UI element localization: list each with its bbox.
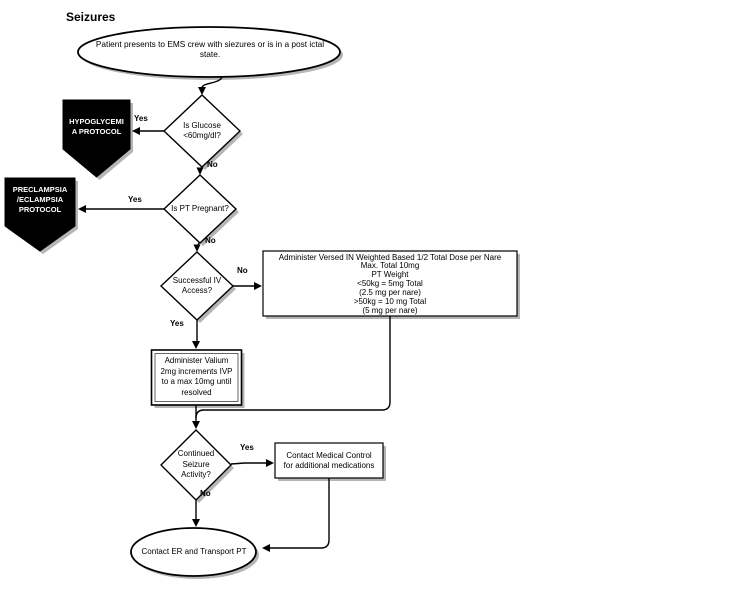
pregnant-decision-label: Is PT Pregnant? [171,204,229,213]
iv-decision-label: Successful IV Access? [172,276,222,295]
end-node-label: Contact ER and Transport PT [141,547,247,556]
hypoglycemia-protocol-label: HYPOGLYCEMI A PROTOCOL [69,117,124,136]
seizure-decision-diamond [160,429,232,501]
arrowhead-glucose-pregnant [196,167,204,175]
edge-label-seizure-no: No [200,489,211,498]
edge-label-iv-yes: Yes [170,319,184,328]
pregnant-decision-diamond [162,174,238,244]
arrowhead-glucose-hypoglycemia [132,127,140,135]
edge-label-glucose-yes: Yes [134,114,148,123]
versed-process-label: Administer Versed IN Weighted Based 1/2 … [278,252,502,315]
arrowhead-seizure-end [192,519,200,527]
hypoglycemia-protocol-shape [62,99,131,178]
start-ellipse [77,26,341,78]
valium-process-label: Administer Valium 2mg increments IVP to … [160,356,233,397]
arrowhead-pregnant-preeclampsia [78,205,86,213]
end-ellipse [130,527,257,577]
edge-label-seizure-yes: Yes [240,443,254,452]
valium-process-box-inner-border [154,353,239,402]
glucose-decision-label: Is Glucose <60mg/dl? [183,121,221,140]
medcontrol-process-label: Contact Medical Control for additional m… [283,451,375,470]
glucose-decision-diamond [162,94,242,168]
versed-process-box [262,250,518,317]
page-title: Seizures [66,10,116,24]
arrowhead-start-glucose [198,87,206,95]
preeclampsia-protocol-shape [4,177,76,252]
edge-label-iv-no: No [237,266,248,275]
edge-label-pregnant-no: No [205,236,216,245]
connector-seizure-medcontrol [230,462,266,465]
preeclampsia-protocol-label: PRECLAMPSIA /ECLAMPSIA PROTOCOL [12,185,68,214]
arrowhead-iv-versed [254,282,262,290]
arrowhead-seizure-medcontrol [266,459,274,467]
connector-versed-join [195,316,391,419]
arrowhead-iv-valium [192,341,200,349]
medcontrol-process-box [274,442,384,479]
connector-medcontrol-end [270,478,330,549]
edge-label-glucose-no: No [207,160,218,169]
arrowhead-valium-seizure [192,421,200,429]
arrowhead-pregnant-iv [193,244,201,252]
iv-decision-diamond [159,251,235,321]
valium-process-box [150,349,243,406]
seizure-decision-label: Continued Seizure Activity? [177,449,215,479]
arrowhead-medcontrol-end [262,544,270,552]
edge-label-pregnant-yes: Yes [128,195,142,204]
start-node-label: Patient presents to EMS crew with siezur… [95,39,325,59]
